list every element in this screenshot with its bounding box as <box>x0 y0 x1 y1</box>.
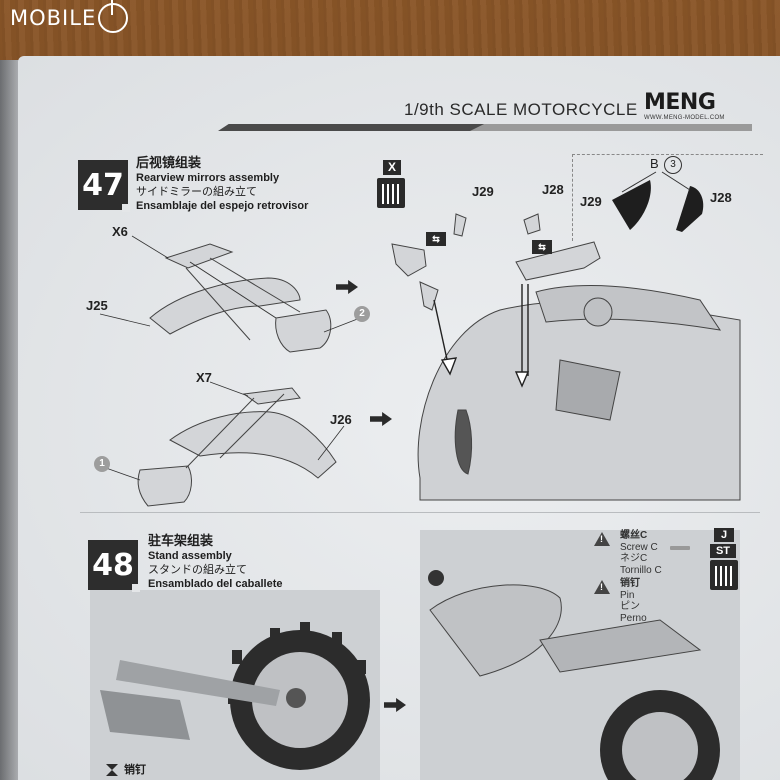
screw-ja: ネジC <box>620 553 648 564</box>
watermark-text: MOBILE <box>10 6 97 30</box>
pin-zh: 销钉 <box>620 578 640 589</box>
step-48-title: 驻车架组装 Stand assembly スタンドの組み立て Ensamblad… <box>148 534 283 591</box>
discard-parts-icon-48 <box>710 560 740 590</box>
step-48-rear-wheel-illustration <box>90 590 380 780</box>
callout-number-2: 2 <box>354 306 370 322</box>
label-j29: J29 <box>472 184 494 199</box>
step-separator <box>80 512 760 513</box>
placement-arrows <box>433 284 530 388</box>
trash-can-icon <box>377 178 405 208</box>
pin-en: Pin <box>620 589 635 601</box>
screw-es: Tornillo C <box>620 564 662 576</box>
header-rule-accent <box>470 124 752 131</box>
label-j26: J26 <box>330 412 352 427</box>
step-47-title-zh: 后视镜组装 <box>136 156 202 171</box>
watermark-logo-icon <box>98 0 129 33</box>
brand-logo: MENG WWW.MENG-MODEL.COM <box>644 90 740 122</box>
step-48-title-ja: スタンドの組み立て <box>148 564 247 576</box>
step-47-title: 后视镜组装 Rearview mirrors assembly サイドミラーの組… <box>136 156 308 213</box>
bottom-pin-label: 销钉 <box>124 763 146 776</box>
callout-number-1: 1 <box>94 456 110 472</box>
step-47-number: 47 <box>78 160 130 212</box>
motorcycle-front-illustration <box>417 285 741 501</box>
screw-zh: 螺丝C <box>620 530 648 541</box>
step-48-title-en: Stand assembly <box>148 550 232 562</box>
direction-badge-right-icon: ⇆ <box>532 240 552 254</box>
step-47-title-en: Rearview mirrors assembly <box>136 172 280 184</box>
callout-label-j28: J28 <box>710 190 732 205</box>
step-47-title-es: Ensamblaje del espejo retrovisor <box>136 200 309 212</box>
screw-note: 螺丝C Screw C ネジC Tornillo C <box>620 530 662 576</box>
screw-en: Screw C <box>620 541 658 553</box>
pin-note: 销钉 Pin ピン Perno <box>620 578 647 624</box>
badge-j: J <box>714 528 734 542</box>
label-x7: X7 <box>196 370 212 385</box>
step-48-number: 48 <box>88 540 140 592</box>
label-leaders <box>99 235 361 481</box>
discard-label: X <box>383 160 401 175</box>
callout-part-number: 3 <box>664 156 682 174</box>
part-x6 <box>164 243 234 269</box>
part-j25 <box>149 277 301 335</box>
mirror-j29 <box>391 243 427 277</box>
part-x7 <box>242 387 301 405</box>
upper-mirror-assembly <box>149 243 332 353</box>
direction-badge-left-icon: ⇆ <box>426 232 446 246</box>
step-48-title-zh: 驻车架组装 <box>148 534 214 549</box>
mirror-j28 <box>515 241 601 281</box>
brand-logo-url: WWW.MENG-MODEL.COM <box>644 115 725 121</box>
pin-es: Perno <box>620 612 647 624</box>
callout-part-letter: B <box>650 156 659 171</box>
part-j26 <box>169 411 337 479</box>
step-48-motorcycle-side-illustration <box>420 530 740 780</box>
page-edge-shadow <box>0 60 22 780</box>
discard-parts-icon: X <box>377 160 407 208</box>
page-header-title: 1/9th SCALE MOTORCYCLE <box>404 100 638 119</box>
mirror-glass-lower <box>137 465 192 507</box>
lower-mirror-assembly <box>137 387 337 507</box>
trash-can-icon-48 <box>710 560 738 590</box>
mirror-glass-upper <box>275 309 332 353</box>
callout-label-j29: J29 <box>580 194 602 209</box>
badge-st: ST <box>710 544 736 558</box>
pin-ja: ピン <box>620 601 640 612</box>
label-x6: X6 <box>112 224 128 239</box>
label-j28: J28 <box>542 182 564 197</box>
pin-warning-icon <box>594 580 610 594</box>
mirror-callout-frame <box>572 154 763 241</box>
screw-icon <box>670 546 690 550</box>
brand-logo-word: MENG <box>644 90 716 115</box>
step-47-title-ja: サイドミラーの組み立て <box>136 186 257 198</box>
watermark: MOBILE <box>10 0 129 33</box>
label-j25: J25 <box>86 298 108 313</box>
step-48-title-es: Ensamblado del caballete <box>148 578 283 590</box>
j29-j28-mirrors <box>391 213 601 311</box>
callout-mirror-parts <box>612 171 704 232</box>
screw-warning-icon <box>594 532 610 546</box>
